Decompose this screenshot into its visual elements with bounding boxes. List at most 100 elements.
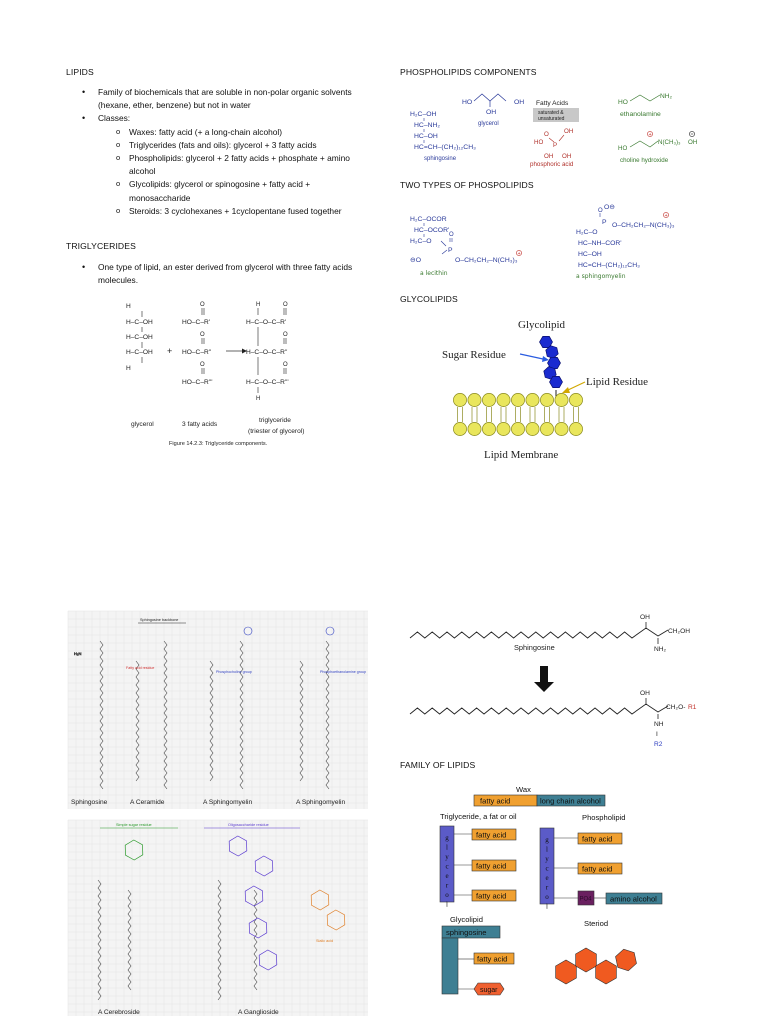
svg-text:+: + (518, 251, 521, 257)
sugar-hexagon (547, 357, 561, 369)
fatty-acid-box: fatty acid (476, 831, 506, 840)
sphingosine-row: HC–OH (414, 133, 438, 140)
glycerol-letter: l (546, 903, 548, 911)
svg-text:O: O (283, 302, 288, 308)
glycerol-label: glycerol (478, 121, 499, 127)
sugar-hexagon: sugar (480, 987, 498, 994)
nh-label: NH (654, 721, 664, 728)
nh2-label: NH₂ (654, 646, 667, 653)
simple-sugar-label: Simple sugar residue (116, 823, 152, 827)
lecithin-p: P (448, 247, 453, 254)
svg-text:O: O (598, 208, 603, 214)
lipid-head (569, 393, 583, 407)
lipid-head (453, 422, 467, 436)
wax-label: Wax (516, 785, 531, 794)
phosphoric-formula: O (544, 131, 549, 138)
sphingosine-row: HC=CH–(CH₂)₁₂CH₃ (414, 144, 476, 151)
svg-text:P: P (602, 219, 607, 226)
phosphoric-formula: OH (564, 128, 573, 135)
steriod-label: Steriod (584, 919, 608, 928)
triglyceride-label: triglyceride (259, 417, 291, 424)
sphingosine-row: HC–NH₂ (414, 122, 440, 129)
sphingosine-box: sphingosine (446, 928, 487, 937)
glycolipid-label: Glycolipid (450, 915, 483, 924)
lipid-head (554, 393, 569, 407)
sphingosine-label: sphingosine (424, 156, 457, 162)
glycerol-letter: r (446, 882, 449, 890)
oh-label-2: OH (640, 690, 650, 697)
lecithin-minus: ⊖O (410, 257, 421, 264)
sphingomyelin-row: HC–OH (578, 251, 602, 258)
glycerol-letter: g (445, 834, 449, 842)
r2-label: R2 (654, 741, 663, 748)
lipid-head (467, 422, 482, 436)
po4-box: PO4 (580, 897, 593, 903)
triglyceride-figure: H H–C–OH H–C–OH H–C–OH H + O HO–C–R' O H… (126, 302, 304, 447)
lipid-head (482, 393, 496, 407)
fatty-acid-box: fatty acid (476, 862, 506, 871)
steroid-ring (555, 959, 577, 985)
glycerol-letter: l (546, 846, 548, 854)
phospholipid-components-heading: PHOSPHOLIPIDS COMPONENTS (400, 67, 537, 77)
oligosaccharide-label: Oligosaccharide residue (228, 823, 269, 827)
glycerol-letter: y (445, 853, 449, 861)
sphingomyelin-row: HC=CH–(CH₂)₁₂CH₃ (578, 262, 640, 269)
list-item: Family of biochemicals that are soluble … (66, 86, 366, 112)
list-item: Phospholipids: glycerol + 2 fatty acids … (66, 151, 366, 178)
lipid-head (467, 393, 482, 407)
sugar-ring (248, 917, 268, 939)
choline-label: choline hydroxide (620, 157, 669, 164)
lipid-head (540, 422, 554, 436)
triglycerides-heading: TRIGLYCERIDES (66, 241, 136, 251)
glycolipid-title: Glycolipid (518, 319, 566, 331)
svg-text:O: O (283, 362, 288, 368)
sugar-hexagon (549, 376, 563, 388)
glycerol-label: glycerol (131, 421, 154, 428)
glycerol-row: H–C–OH (126, 319, 153, 326)
lecithin-row: H₂C–OCOR (410, 216, 447, 223)
long-chain-alcohol-box: long chain alcohol (540, 797, 601, 806)
glycerol-letter: o (545, 893, 549, 901)
two-types-figure: H₂C–OCOR HC–OCOR' H₂C–O O P ⊖O O–CH₂CH₂–… (410, 204, 675, 280)
sphingomyelin-top: O⊖ (604, 204, 615, 211)
sugar-chain (539, 336, 563, 388)
sphingomyelin-row: HC–NH–COR' (578, 240, 622, 247)
lecithin-label: a lecithin (420, 270, 448, 277)
figure-caption: Figure 14.2.3: Triglyceride components. (169, 441, 268, 447)
list-item: Waxes: fatty acid (+ a long-chain alcoho… (66, 125, 366, 139)
fatty-acid-label: Fatty acid residue (126, 666, 154, 670)
sphingomyelin-row: H₂C–O (576, 229, 598, 236)
phospholipid-components-figure: H₂C–OH HC–NH₂ HC–OH HC=CH–(CH₂)₁₂CH₃ sph… (410, 93, 697, 168)
glycerol-row: H (126, 303, 131, 310)
glycerol-letter: l (446, 901, 448, 909)
sugar-ring (258, 949, 278, 971)
lecithin-tail: O–CH₂CH₂–N(CH₃)₃ (455, 257, 518, 264)
phosphoric-acid-label: phosphoric acid (530, 161, 574, 168)
sphingomyelin-label: a sphingomyelin (576, 273, 626, 280)
lipid-head (496, 393, 511, 407)
phosphoric-formula: HO (534, 139, 543, 146)
structure-label: A Sphingomyelin (296, 799, 345, 806)
steroid-ring (575, 947, 597, 973)
ch2oh-label: CH₂OH (668, 628, 690, 635)
fatty-acid-box: fatty acid (480, 797, 510, 806)
amino-alcohol-box: amino alcohol (610, 895, 657, 904)
lipid-head (453, 393, 467, 407)
product-row: H–C–O–C–R'' (246, 349, 287, 356)
sugar-residue-label: Sugar Residue (442, 349, 506, 361)
structure-label: Sphingosine (71, 799, 108, 806)
phosphocholine-label: Phosphocholine group (216, 670, 252, 674)
glycerol-vertical-1: glycerol (445, 834, 449, 909)
sugar-ring (326, 909, 346, 931)
lipid-head (511, 422, 525, 436)
family-of-lipids-diagram: Wax fatty acid long chain alcohol Trigly… (439, 785, 663, 996)
lipid-head (482, 422, 496, 436)
triglyceride-label: Triglyceride, a fat or oil (440, 812, 517, 821)
plus-sign: + (167, 346, 172, 356)
choline-formula: HO (618, 145, 627, 152)
svg-text:O: O (200, 362, 205, 368)
sugar-ring (254, 855, 274, 877)
glycerol-letter: l (446, 844, 448, 852)
phospholipid-label: Phospholipid (582, 813, 626, 822)
glycerol-row: H–C–OH (126, 334, 153, 341)
